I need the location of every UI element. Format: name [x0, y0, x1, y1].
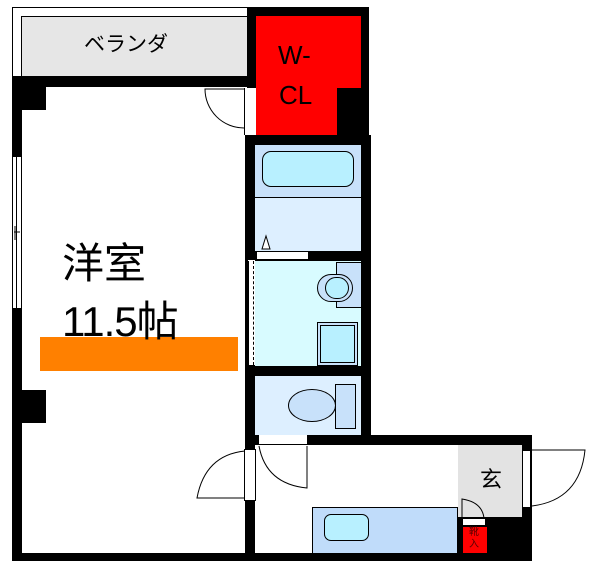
door-swing-lower-icon: [196, 450, 246, 499]
area-highlight-bar: [40, 337, 238, 371]
wall-center-mid: [245, 260, 248, 375]
western-room-label-line1: 洋室: [62, 239, 147, 288]
walk-in-closet-label-line1: W-: [278, 40, 311, 70]
entrance-door-gap[interactable]: [522, 450, 531, 508]
bath-door-gap: [257, 251, 309, 260]
corner-pillar-bottom: [12, 390, 46, 423]
bath-wash-area: [255, 198, 361, 251]
corner-pillar-top: [12, 77, 46, 110]
balcony-label: ベランダ: [84, 32, 168, 56]
wall-center-bottom: [245, 500, 255, 560]
door-swing-upper-icon: [204, 88, 245, 129]
toilet-door-gap: [258, 435, 308, 445]
kitchen-counter-right: [411, 507, 458, 553]
balcony-floor: [21, 16, 248, 77]
closet-notch: [337, 88, 361, 135]
wall-right-wet: [361, 135, 371, 445]
wall-toilet-top: [255, 366, 371, 376]
wall-center-lower: [245, 365, 255, 450]
shoe-box-door[interactable]: [462, 518, 486, 526]
kitchen-sink-icon: [324, 514, 369, 541]
entrance-label: 玄: [480, 468, 503, 493]
shoe-box: [463, 527, 487, 553]
wall-left-lower: [12, 308, 22, 561]
western-room-label-line2: 11.5帖: [62, 298, 179, 345]
walk-in-closet-label-line2: CL: [279, 80, 313, 110]
door-swing-entrance-icon: [531, 449, 586, 507]
wall-center-upper: [245, 135, 255, 260]
room-door-gap-lower[interactable]: [244, 449, 256, 501]
door-swing-toilet-icon: [258, 445, 308, 489]
wall-bath-top: [255, 135, 371, 145]
shoe-box-label-line2: 入: [469, 539, 479, 550]
bath-door-marker-icon: [261, 234, 271, 250]
door-swing-shoebox-icon: [461, 498, 485, 519]
toilet-bowl-icon: [288, 389, 336, 422]
washroom-sliding-door[interactable]: [248, 261, 254, 365]
washing-machine-icon: [320, 325, 355, 363]
wall-toilet-bottom: [255, 435, 532, 445]
entrance: [458, 445, 522, 517]
door-gap-closet: [244, 88, 256, 135]
shoe-box-label-line1: 靴: [469, 527, 479, 538]
wall-bath-bottom: [255, 251, 371, 261]
bathtub: [262, 151, 354, 187]
toilet-tank-icon: [335, 384, 356, 429]
wall-top-western: [12, 77, 256, 87]
wall-bottom: [12, 553, 532, 561]
wall-left-upper: [12, 77, 22, 157]
washbasin-icon: [325, 277, 349, 299]
